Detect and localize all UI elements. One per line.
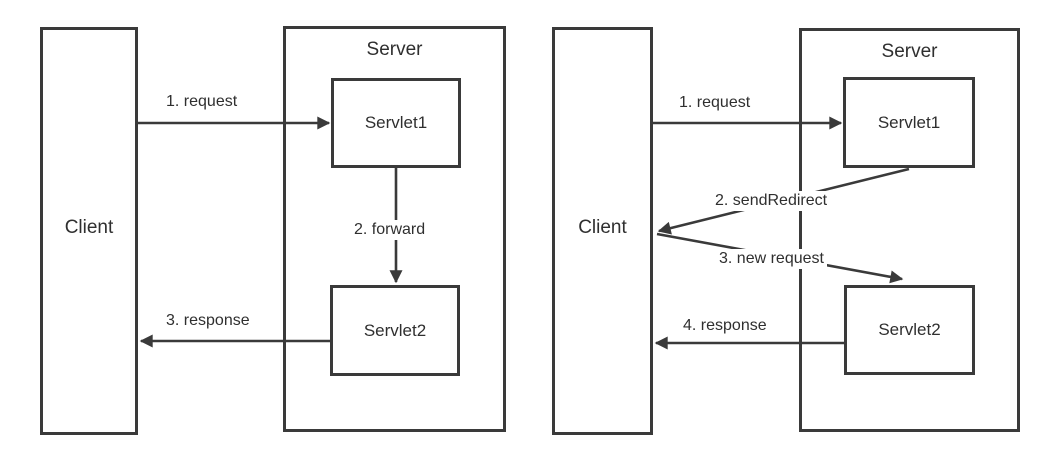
forward-step2-label: 2. forward [351, 220, 429, 240]
redirect-server-label: Server [881, 41, 938, 62]
forward-server-label: Server [366, 39, 423, 60]
forward-step1-label: 1. request [163, 92, 241, 112]
redirect-step3-label: 3. new request [716, 249, 827, 269]
redirect-servlet1-box: Servlet1 [843, 77, 975, 168]
redirect-client-label: Client [578, 217, 627, 238]
forward-step3-label: 3. response [163, 311, 253, 331]
redirect-step1-label: 1. request [676, 93, 754, 113]
redirect-step2-label: 2. sendRedirect [712, 191, 831, 211]
redirect-client-box: Client [552, 27, 653, 435]
redirect-servlet2-box: Servlet2 [844, 285, 975, 375]
forward-servlet1-label: Servlet1 [364, 113, 428, 132]
forward-client-label: Client [64, 217, 114, 238]
forward-servlet1-box: Servlet1 [331, 78, 461, 168]
forward-servlet2-label: Servlet2 [363, 320, 427, 340]
redirect-servlet1-label: Servlet1 [877, 112, 941, 132]
forward-client-box: Client [40, 27, 138, 435]
forward-servlet2-box: Servlet2 [330, 285, 460, 376]
redirect-step4-label: 4. response [680, 316, 770, 336]
redirect-servlet2-label: Servlet2 [878, 320, 941, 339]
